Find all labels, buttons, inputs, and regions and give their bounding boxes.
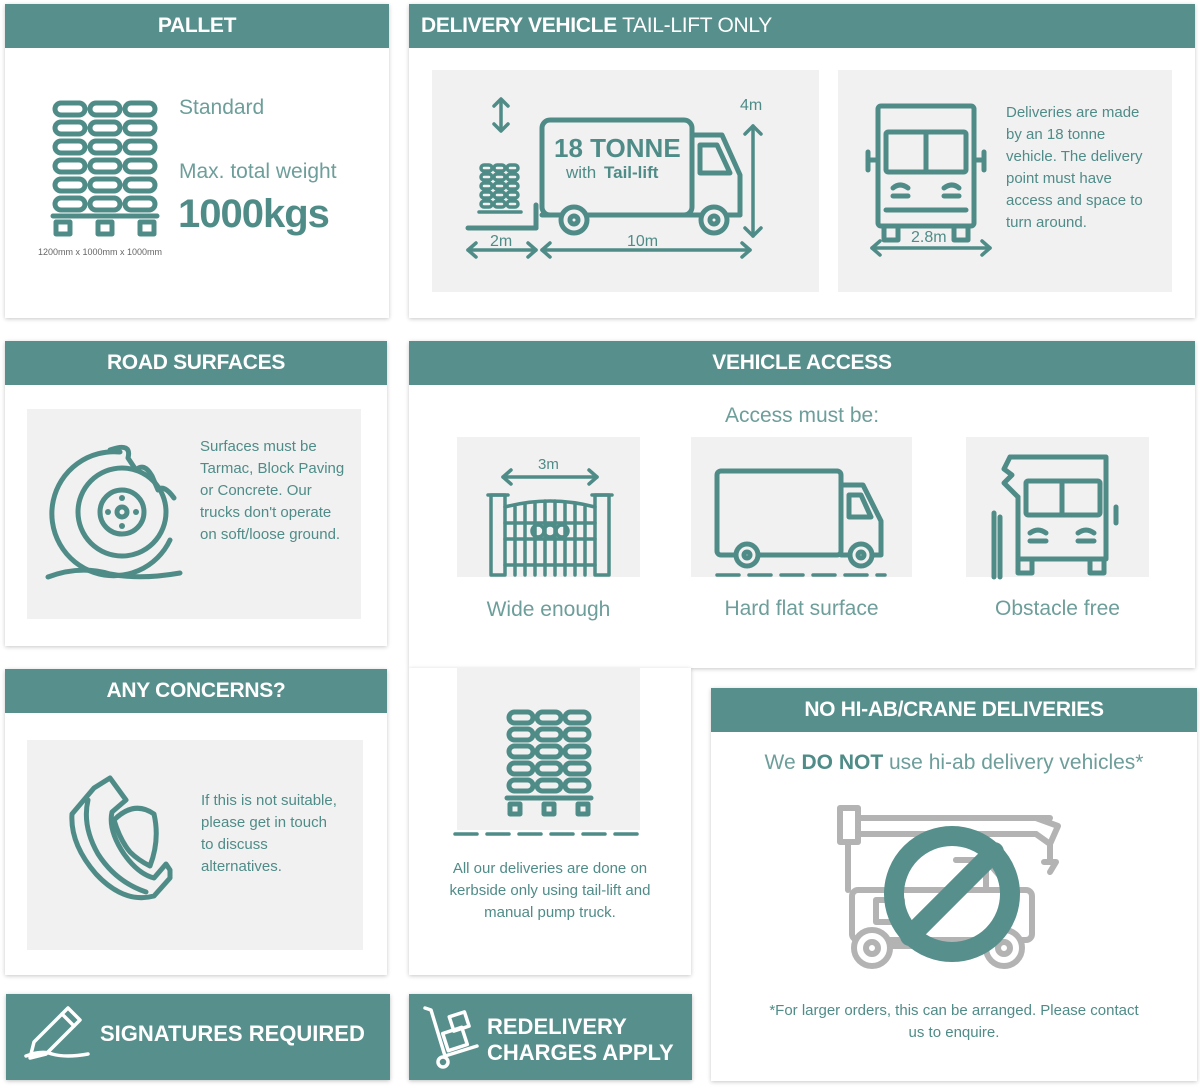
flat-surface-truck-icon — [714, 468, 887, 577]
any-concerns-header: ANY CONCERNS? — [5, 669, 387, 713]
vehicle-access-header-text: VEHICLE ACCESS — [712, 351, 892, 374]
no-hiab-footnote: *For larger orders, this can be arranged… — [769, 1002, 1139, 1041]
no-hiab-statement-pre: We — [764, 751, 802, 774]
delivery-vehicle-description: Deliveries are made by an 18 tonne vehic… — [1006, 104, 1143, 231]
tyre-icon — [45, 444, 183, 580]
gate-width: 3m — [538, 456, 559, 473]
delivery-vehicle-header-thin: TAIL-LIFT ONLY — [616, 14, 772, 37]
obstacle-free-truck-icon — [991, 454, 1119, 580]
truck-side-diagram: 18 TONNE with Tail-lift 2m 10m 4m — [465, 97, 763, 259]
pallet-icon — [50, 100, 160, 237]
phone-icon — [69, 775, 173, 901]
dim-10m: 10m — [627, 233, 658, 250]
redelivery-line2: CHARGES APPLY — [487, 1040, 674, 1065]
no-hiab-header-text: NO HI-AB/CRANE DELIVERIES — [804, 698, 1104, 721]
truck-label-with: with — [565, 163, 596, 182]
redelivery-charges-banner: REDELIVERY CHARGES APPLY — [409, 994, 692, 1080]
kerbside-description: All our deliveries are done on kerbside … — [449, 860, 651, 921]
vehicle-access-intro: Access must be: — [724, 404, 880, 427]
pen-signature-icon — [24, 1006, 90, 1060]
dim-4m: 4m — [740, 97, 762, 114]
any-concerns-panel — [27, 740, 363, 950]
no-hiab-header: NO HI-AB/CRANE DELIVERIES — [711, 688, 1197, 732]
no-hiab-statement: We DO NOT use hi-ab delivery vehicles* — [711, 751, 1197, 775]
road-surfaces-panel — [27, 409, 361, 619]
dim-2m: 2m — [490, 233, 512, 250]
delivery-vehicle-header: DELIVERY VEHICLE TAIL-LIFT ONLY — [409, 4, 1195, 48]
no-hiab-statement-post: use hi-ab delivery vehicles* — [883, 751, 1144, 774]
crane-truck-icon — [837, 805, 1061, 969]
pallet-header-text: PALLET — [157, 14, 237, 37]
any-concerns-header-text: ANY CONCERNS? — [106, 679, 286, 702]
delivery-vehicle-header-bold: DELIVERY VEHICLE — [421, 14, 617, 37]
hand-truck-icon — [423, 1006, 479, 1069]
road-surfaces-description: Surfaces must be Tarmac, Block Paving or… — [200, 438, 345, 543]
pallet-max-weight-label: Max. total weight — [179, 160, 337, 183]
pallet-max-weight-value: 1000kgs — [178, 192, 330, 236]
pallet-header: PALLET — [5, 4, 389, 48]
redelivery-line1: REDELIVERY — [487, 1014, 627, 1039]
no-hiab-statement-bold: DO NOT — [801, 751, 884, 774]
truck-label-tail-lift: Tail-lift — [604, 163, 659, 182]
any-concerns-description: If this is not suitable, please get in t… — [201, 792, 337, 875]
access-item-hard-flat-surface: Hard flat surface — [724, 597, 879, 620]
signatures-required-text: SIGNATURES REQUIRED — [100, 1021, 365, 1046]
vehicle-access-header: VEHICLE ACCESS — [409, 341, 1195, 385]
pallet-dimensions: 1200mm x 1000mm x 1000mm — [38, 247, 163, 257]
gate-icon: 3m — [486, 456, 614, 577]
road-surfaces-header: ROAD SURFACES — [5, 341, 387, 385]
truck-label-big: 18 TONNE — [554, 133, 681, 163]
access-item-wide-enough: Wide enough — [486, 598, 611, 621]
road-surfaces-header-text: ROAD SURFACES — [106, 351, 286, 374]
signatures-required-banner: SIGNATURES REQUIRED — [6, 994, 390, 1080]
kerbside-pallet-icon — [453, 709, 645, 836]
pallet-standard: Standard — [179, 96, 265, 119]
dim-2-8m: 2.8m — [911, 229, 947, 246]
access-item-obstacle-free: Obstacle free — [995, 597, 1120, 620]
truck-front-diagram: 2.8m — [865, 103, 992, 257]
